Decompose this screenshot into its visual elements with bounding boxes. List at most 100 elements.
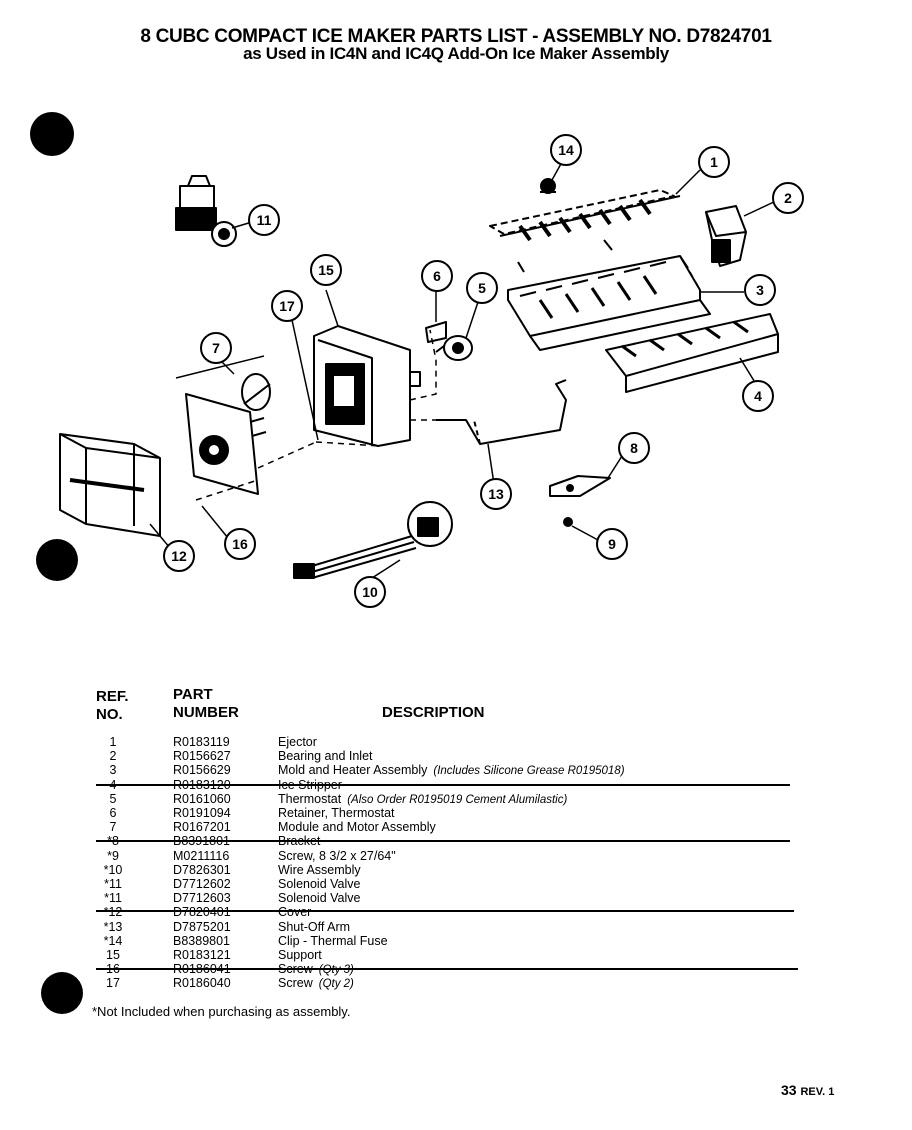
description-cell: Screw(Qty 2) <box>278 976 354 991</box>
callout-14: 14 <box>550 134 582 166</box>
table-rule <box>96 910 794 912</box>
description-cell: Screw(Qty 3) <box>278 962 354 977</box>
description-text: Clip - Thermal Fuse <box>278 933 388 948</box>
part-number-cell: R0161060 <box>173 791 231 806</box>
part-number-cell: R0156627 <box>173 749 231 764</box>
table-row: *12 D7820401 Cover <box>0 905 912 919</box>
description-text: Support <box>278 948 322 962</box>
part-number-cell: R0183119 <box>173 735 230 749</box>
part-number-cell: R0167201 <box>173 820 231 835</box>
callout-label: 1 <box>710 154 718 170</box>
solenoid-valve-drawing <box>175 175 237 247</box>
page-title: 8 CUBC COMPACT ICE MAKER PARTS LIST - AS… <box>140 26 772 47</box>
bracket-drawing <box>549 475 611 527</box>
description-text: Wire Assembly <box>278 862 361 877</box>
callout-4: 4 <box>742 380 774 412</box>
ref-no-cell: 17 <box>106 976 120 991</box>
ref-no-cell: *12 <box>103 905 123 920</box>
description-cell: Shut-Off Arm <box>278 920 350 934</box>
part-number-cell: R0186040 <box>173 976 231 991</box>
description-text: Screw, 8 3/2 x 27/64" <box>278 848 396 863</box>
callout-label: 10 <box>362 584 378 600</box>
callout-7: 7 <box>200 332 232 364</box>
description-cell: Cover <box>278 905 311 919</box>
ref-no-cell: *13 <box>103 919 123 934</box>
callout-17: 17 <box>271 290 303 322</box>
callout-9: 9 <box>596 528 628 560</box>
callout-11: 11 <box>248 204 280 236</box>
table-row: 17 R0186040 Screw(Qty 2) <box>0 976 912 990</box>
callout-12: 12 <box>163 540 195 572</box>
callout-label: 6 <box>433 268 441 284</box>
description-text: Mold and Heater Assembly <box>278 763 428 778</box>
table-rule <box>96 784 790 786</box>
description-cell: Wire Assembly <box>278 863 361 877</box>
callout-label: 7 <box>212 340 220 356</box>
table-row: 1 R0183119 Ejector <box>0 735 912 749</box>
callout-8: 8 <box>618 432 650 464</box>
description-cell: Mold and Heater Assembly(Includes Silico… <box>278 763 625 778</box>
header-ref-line1: REF. <box>96 688 129 705</box>
ref-no-cell: 2 <box>109 749 117 764</box>
ref-no-cell: 15 <box>106 948 120 962</box>
cover-drawing <box>59 433 161 537</box>
ref-no-cell: 1 <box>109 735 117 749</box>
description-text: Cover <box>278 905 312 920</box>
binder-hole-middle <box>36 539 78 581</box>
callout-label: 9 <box>608 536 616 552</box>
page-subtitle: as Used in IC4N and IC4Q Add-On Ice Make… <box>243 44 669 63</box>
callout-label: 16 <box>232 536 248 552</box>
header-description: DESCRIPTION <box>382 704 485 721</box>
description-text: Retainer, Thermostat <box>278 806 395 820</box>
table-row: *11 D7712603 Solenoid Valve <box>0 891 912 905</box>
callout-label: 3 <box>756 282 764 298</box>
callout-3: 3 <box>744 274 776 306</box>
part-number-cell: D7875201 <box>173 919 231 934</box>
description-text: Module and Motor Assembly <box>278 820 436 835</box>
callout-label: 12 <box>171 548 187 564</box>
ref-no-cell: 5 <box>109 791 117 806</box>
binder-hole-top <box>30 112 74 156</box>
description-cell: Bearing and Inlet <box>278 749 373 763</box>
ref-no-cell: 6 <box>109 806 117 820</box>
callout-1: 1 <box>698 146 730 178</box>
part-number-cell: D7820401 <box>173 905 231 920</box>
thermal-fuse-clip-drawing <box>540 178 556 194</box>
callout-label: 17 <box>279 298 295 314</box>
callout-15: 15 <box>310 254 342 286</box>
table-row: *13 D7875201 Shut-Off Arm <box>0 920 912 934</box>
description-cell: Clip - Thermal Fuse <box>278 934 388 948</box>
callout-label: 2 <box>784 190 792 206</box>
ref-no-cell: *10 <box>103 862 123 877</box>
binder-hole-bottom <box>41 972 83 1014</box>
footnote: *Not Included when purchasing as assembl… <box>92 1004 351 1019</box>
ref-no-cell: *14 <box>103 933 123 948</box>
bearing-inlet-drawing <box>705 205 747 267</box>
ref-no-cell: *11 <box>104 891 122 906</box>
description-cell: Solenoid Valve <box>278 877 360 891</box>
description-text: Solenoid Valve <box>278 891 361 906</box>
page-number-value: 33 <box>781 1082 797 1098</box>
description-note: (Qty 2) <box>318 978 354 991</box>
module-housing-drawing <box>313 325 421 447</box>
table-row: *10 D7826301 Wire Assembly <box>0 863 912 877</box>
table-row: 16R0186041Screw(Qty 3) <box>0 962 912 976</box>
callout-label: 5 <box>478 280 486 296</box>
module-motor-drawing <box>175 355 271 495</box>
part-number-cell: D7826301 <box>173 862 231 877</box>
ref-no-cell: *11 <box>104 877 122 891</box>
part-number-cell: D7712603 <box>173 891 231 906</box>
description-cell: Module and Motor Assembly <box>278 820 436 834</box>
description-text: Ejector <box>278 735 317 749</box>
description-text: Shut-Off Arm <box>278 919 351 934</box>
thermostat-drawing <box>425 321 473 361</box>
callout-6: 6 <box>421 260 453 292</box>
ice-stripper-drawing <box>605 313 779 393</box>
